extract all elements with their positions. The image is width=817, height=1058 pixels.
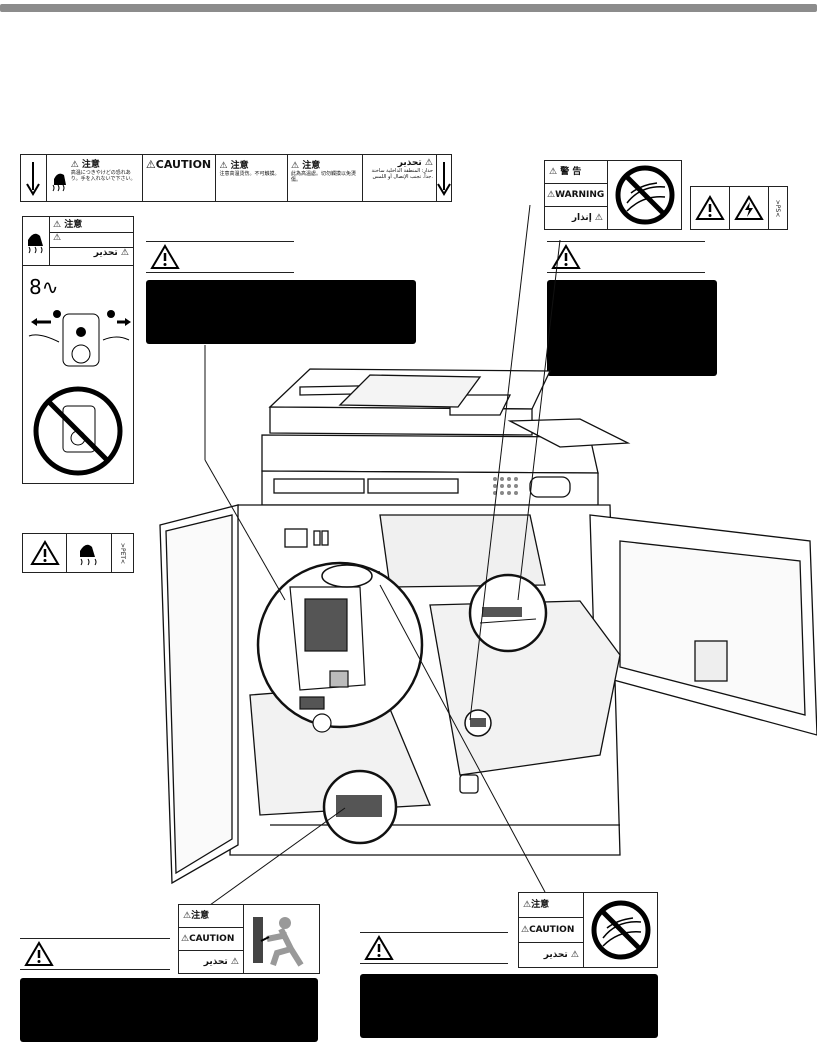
caution-strip-label: ⚠ 注意 高温につきやけどの恐れあり。手を入れないで下さい。 ⚠CAUTION …	[20, 154, 452, 202]
strip-cell-zh-tw: ⚠ 注意 此為高溫處。切勿觸摸以免燙傷。	[288, 155, 364, 201]
fusing-unit-caution-label: ⚠ 注意 ⚠ تحذير ⚠ 8∿	[22, 216, 134, 484]
caution-heading	[20, 938, 170, 970]
strip-heading: 注意	[302, 161, 321, 171]
label-line: 注意	[191, 911, 210, 921]
label-line: تحذير	[543, 950, 568, 960]
copier-illustration	[159, 368, 817, 885]
strip-body: 高温につきやけどの恐れあり。手を入れないで下さい。	[70, 170, 136, 182]
pet-symbol-label: >PET<	[22, 533, 134, 573]
caution-text-box	[20, 978, 318, 1042]
label-line: تحذير	[203, 957, 228, 967]
do-not-touch-icon	[584, 893, 657, 967]
strip-body: 注意高温烫伤。不可触摸。	[219, 171, 280, 177]
warning-label: ⚠ 警 告 ⚠WARNING إنذار ⚠	[544, 160, 682, 230]
warning-triangle-icon	[364, 935, 394, 960]
warning-heading	[547, 241, 705, 273]
ps-symbol-label: >PS<	[690, 186, 788, 230]
bottom-right-caution-label: ⚠注意 ⚠CAUTION تحذير ⚠	[518, 892, 658, 968]
warning-triangle-icon	[23, 534, 68, 572]
strip-body: 此為高溫處。切勿觸摸以免燙傷。	[291, 171, 357, 183]
label-line: 注意	[64, 220, 83, 230]
strip-heading: تحذير	[397, 158, 422, 168]
caution-heading	[360, 932, 508, 964]
hot-surface-icon	[67, 534, 112, 572]
strip-cell-ar: تحذير ⚠ حذار: المنطقة الداخلية ساخنة جدا…	[363, 155, 437, 201]
label-line: WARNING	[555, 190, 605, 200]
down-arrow-icon	[21, 155, 47, 201]
strip-cell-ja: ⚠ 注意 高温につきやけどの恐れあり。手を入れないで下さい。	[47, 155, 143, 201]
strip-heading: CAUTION	[155, 158, 212, 171]
do-not-touch-icon	[608, 161, 681, 229]
high-voltage-icon	[730, 187, 769, 229]
warning-triangle-icon	[691, 187, 730, 229]
label-line: CAUTION	[529, 925, 575, 935]
strip-cell-en: ⚠CAUTION	[143, 155, 217, 201]
bottom-left-caution-label: ⚠注意 ⚠CAUTION تحذير ⚠	[178, 904, 320, 974]
down-arrow-icon	[437, 155, 451, 201]
svg-text:8∿: 8∿	[29, 275, 58, 299]
strip-cell-zh-cn: ⚠ 注意 注意高温烫伤。不可触摸。	[216, 155, 289, 201]
label-line: CAUTION	[189, 934, 235, 944]
top-rule	[0, 4, 817, 12]
caution-text-box	[360, 974, 658, 1038]
pinch-hazard-icon	[244, 905, 319, 973]
warning-triangle-icon	[150, 244, 180, 269]
caution-heading	[146, 241, 294, 273]
strip-heading: 注意	[230, 161, 249, 171]
label-line: إنذار	[571, 213, 592, 223]
hot-surface-icon	[52, 173, 66, 192]
lever-instruction-illustration: 8∿	[28, 275, 131, 476]
strip-body: حذار: المنطقة الداخلية ساخنة جداً. تجنب …	[371, 168, 433, 180]
hot-surface-icon	[23, 217, 50, 265]
warning-triangle-icon	[551, 244, 581, 269]
caution-text-box	[146, 280, 416, 344]
strip-heading: 注意	[81, 160, 100, 170]
warning-text-box	[547, 280, 717, 376]
label-line: 注意	[531, 900, 550, 910]
label-line: 警 告	[560, 167, 582, 177]
label-line: تحذير	[93, 248, 118, 258]
warning-triangle-icon	[24, 941, 54, 966]
